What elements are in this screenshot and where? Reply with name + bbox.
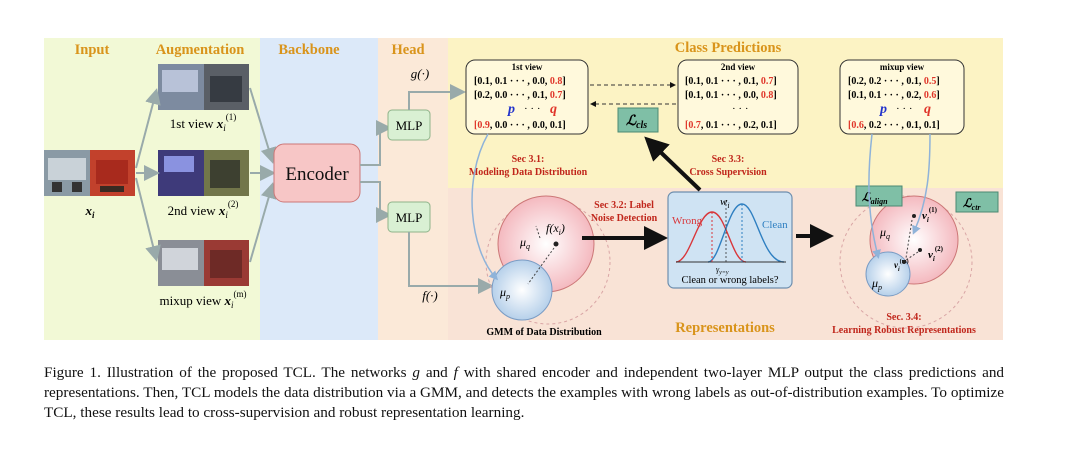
view1-row3: [0.9, 0.0 · · · , 0.0, 0.1]	[474, 120, 566, 131]
view2-row1: [0.1, 0.1 · · · , 0.1, 0.7]	[685, 76, 777, 87]
section-augmentation: Augmentation	[156, 42, 245, 58]
view2-images	[158, 150, 249, 196]
view1-q: q	[550, 102, 557, 117]
input-label: xi	[84, 203, 95, 220]
repr-v2: vi(2)	[928, 245, 944, 263]
g-label: g(·)	[411, 66, 429, 81]
section-class-predictions: Class Predictions	[675, 40, 782, 56]
view2-row3: [0.7, 0.1 · · · , 0.2, 0.1]	[685, 120, 777, 131]
loss-ctr-label: ℒctr	[963, 196, 981, 212]
caption-g: g	[412, 364, 420, 381]
view1-row2: [0.2, 0.0 · · · , 0.1, 0.7]	[474, 90, 566, 101]
section-backbone: Backbone	[278, 42, 340, 58]
mixup-row1: [0.2, 0.2 · · · , 0.1, 0.5]	[848, 76, 940, 87]
repr-mu-p: μp	[871, 276, 882, 292]
f-label: f(·)	[422, 288, 438, 303]
sec32-line2: Noise Detection	[591, 213, 658, 224]
repr-p-cluster	[865, 251, 911, 297]
section-head: Head	[391, 42, 424, 58]
view1-pred-box	[465, 59, 589, 135]
mixup-dots: · · ·	[896, 103, 913, 115]
caption-and: and	[420, 364, 454, 381]
noise-clean: Clean	[762, 219, 788, 231]
gmm-p-cluster	[491, 259, 553, 321]
noise-w: wi	[720, 196, 730, 210]
head-panel	[378, 38, 448, 340]
view1-title: 1st view	[512, 62, 543, 72]
view1-label: 1st view xi(1)	[170, 112, 236, 133]
loss-cls-box	[617, 107, 659, 133]
view1-row1: [0.1, 0.1 · · · , 0.0, 0.8]	[474, 76, 566, 87]
sec33-line1: Sec 3.3:	[712, 154, 745, 165]
sec33-line2: Cross Supervision	[689, 167, 767, 178]
view2-pred-box	[677, 59, 799, 135]
loss-align-box	[855, 185, 903, 207]
gmm-caption: GMM of Data Distribution	[486, 327, 602, 338]
noise-gamma: γy=y	[716, 265, 729, 276]
mixup-p: p	[879, 102, 887, 117]
view2-row2: [0.1, 0.1 · · · , 0.0, 0.8]	[685, 90, 777, 101]
section-input: Input	[75, 42, 110, 58]
caption-prefix: Figure 1. Illustration of the proposed T…	[44, 364, 413, 381]
view2-dots: · · ·	[732, 103, 749, 115]
mixup-pred-box	[839, 59, 965, 135]
encoder-block	[273, 143, 361, 203]
section-representations: Representations	[675, 320, 775, 336]
mixup-q: q	[924, 102, 931, 117]
sec31-line2: Modeling Data Distribution	[469, 167, 588, 178]
mixup-images	[158, 240, 249, 286]
mixup-title: mixup view	[880, 62, 925, 72]
mixup-row2: [0.1, 0.1 · · · , 0.2, 0.6]	[848, 90, 940, 101]
repr-v1: vi(1)	[922, 206, 938, 224]
loss-align-label: ℒalign	[862, 190, 888, 206]
mlp-top-label: MLP	[396, 118, 423, 133]
sec32-line1: Sec 3.2: Label	[594, 200, 654, 211]
gmm-mu-q: μq	[519, 235, 530, 251]
view1-p: p	[507, 102, 515, 117]
input-image	[44, 150, 135, 196]
loss-ctr-box	[955, 191, 999, 213]
view2-title: 2nd view	[721, 62, 756, 72]
view1-dots: · · ·	[524, 103, 541, 115]
sec31-line1: Sec 3.1:	[512, 154, 545, 165]
tcl-figure: Input Augmentation Backbone Head Class P…	[44, 38, 1003, 340]
noise-question: Clean or wrong labels?	[681, 275, 778, 286]
encoder-label: Encoder	[285, 164, 349, 185]
figure-caption: Figure 1. Illustration of the proposed T…	[44, 363, 1004, 423]
gmm-fx: f(xi)	[546, 221, 565, 237]
mixup-row3: [0.6, 0.2 · · · , 0.1, 0.1]	[848, 120, 940, 131]
view2-label: 2nd view xi(2)	[168, 199, 239, 220]
caption-rest: with shared encoder and independent two-…	[44, 364, 1005, 421]
gmm-mu-p: μp	[499, 285, 510, 301]
mixup-label: mixup view xi(m)	[159, 289, 246, 310]
view1-images	[158, 64, 249, 110]
sec34-line1: Sec. 3.4:	[886, 312, 921, 323]
loss-cls-label: ℒcls	[626, 114, 647, 131]
caption-f: f	[453, 364, 458, 381]
mlp-bottom-label: MLP	[396, 210, 423, 225]
sec34-line2: Learning Robust Representations	[832, 325, 976, 336]
noise-wrong: Wrong	[672, 215, 703, 227]
repr-mu-q: μq	[879, 225, 890, 241]
